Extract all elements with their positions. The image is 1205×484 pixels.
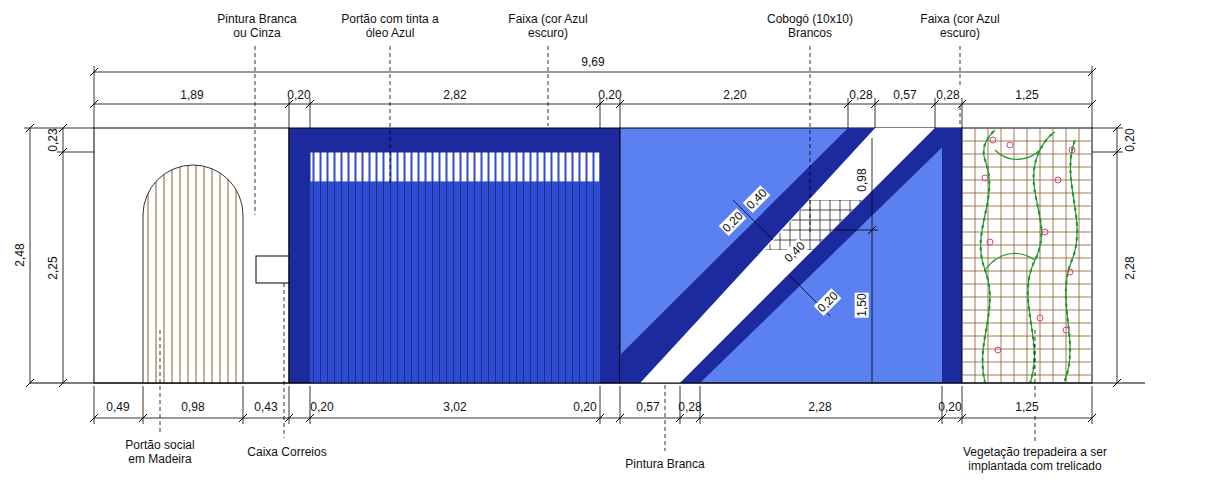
dimension-label: 0,98 bbox=[181, 400, 204, 414]
trellis-bar bbox=[962, 349, 1092, 350]
dimension-label: 0,20 bbox=[598, 88, 621, 102]
trellis-bar bbox=[962, 141, 1092, 142]
dimension-label: 0,20 bbox=[1123, 128, 1137, 151]
trellis-bar bbox=[962, 167, 1092, 168]
dimension-label: 0,28 bbox=[936, 88, 959, 102]
callout-label: Pintura Branca bbox=[610, 457, 720, 471]
callout-label: Faixa (cor Azul escuro) bbox=[910, 12, 1010, 40]
trellis-bar bbox=[1014, 128, 1015, 383]
trellis-bar bbox=[1066, 128, 1067, 383]
callout-label: Portão social em Madeira bbox=[118, 438, 203, 466]
callout-label: Caixa Correios bbox=[232, 445, 342, 459]
callout-label: Faixa (cor Azul escuro) bbox=[498, 12, 598, 40]
dimension-label: 3,02 bbox=[443, 400, 466, 414]
trellis-bar bbox=[1001, 128, 1002, 383]
trellis-bar bbox=[1040, 128, 1041, 383]
trellis-bar bbox=[975, 128, 976, 383]
trellis-bar bbox=[962, 284, 1092, 285]
trellis-bar bbox=[1079, 128, 1080, 383]
dimension-label: 0,49 bbox=[106, 400, 129, 414]
callout-label: Cobogó (10x10) Brancos bbox=[764, 12, 856, 40]
trellis-bar bbox=[962, 219, 1092, 220]
trellis-bar bbox=[962, 180, 1092, 181]
dimension-label: 0,57 bbox=[636, 400, 659, 414]
trellis-bar bbox=[962, 375, 1092, 376]
dimension-label: 2,48 bbox=[13, 243, 27, 266]
dimension-label: 1,50 bbox=[855, 292, 869, 317]
dimension-label: 2,25 bbox=[46, 256, 60, 279]
dimension-label: 0,20 bbox=[573, 400, 596, 414]
callout-label: Pintura Branca ou Cinza bbox=[210, 12, 305, 40]
trellis-bar bbox=[962, 323, 1092, 324]
dimension-label: 1,89 bbox=[180, 88, 203, 102]
dimension-label: 1,25 bbox=[1015, 88, 1038, 102]
dimension-label: 0,98 bbox=[855, 167, 869, 192]
trellis-bar bbox=[962, 154, 1092, 155]
dimension-label: 0,20 bbox=[938, 400, 961, 414]
dimension-label: 0,28 bbox=[678, 400, 701, 414]
dimension-label: 0,23 bbox=[46, 128, 60, 151]
trellis-bar bbox=[962, 206, 1092, 207]
trellis-bar bbox=[962, 297, 1092, 298]
dimension-label: 0,20 bbox=[287, 88, 310, 102]
dimension-label: 2,28 bbox=[1123, 256, 1137, 279]
callout-label: Portão com tinta a óleo Azul bbox=[336, 12, 444, 40]
dimension-label: 9,69 bbox=[581, 55, 604, 69]
dimension-label: 2,20 bbox=[723, 88, 746, 102]
trellis-bar bbox=[962, 336, 1092, 337]
callout-label: Vegetação trepadeira a ser implantada co… bbox=[954, 445, 1116, 473]
dimension-label: 0,43 bbox=[254, 400, 277, 414]
dimension-label: 2,28 bbox=[808, 400, 831, 414]
trellis-bar bbox=[1053, 128, 1054, 383]
dimension-label: 0,28 bbox=[849, 88, 872, 102]
dimension-label: 1,25 bbox=[1015, 400, 1038, 414]
trellis-bar bbox=[962, 245, 1092, 246]
dimension-label: 0,57 bbox=[893, 88, 916, 102]
trellis-bar bbox=[962, 362, 1092, 363]
trellis-bar bbox=[962, 310, 1092, 311]
dimension-label: 2,82 bbox=[443, 88, 466, 102]
dimension-label: 0,20 bbox=[310, 400, 333, 414]
